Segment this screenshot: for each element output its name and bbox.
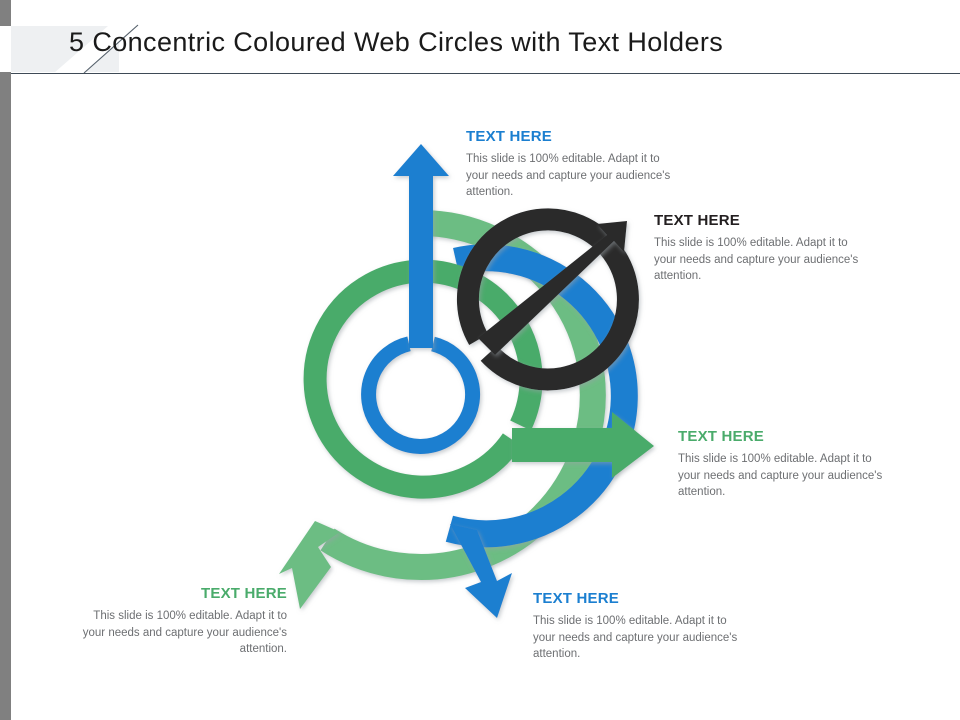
arrow-diagonal-black bbox=[478, 221, 627, 355]
ring-green bbox=[303, 259, 543, 499]
text-block-2-body: This slide is 100% editable. Adapt it to… bbox=[654, 237, 859, 283]
text-block-3-heading: TEXT HERE bbox=[678, 428, 764, 445]
arrow-down-left-green bbox=[279, 521, 340, 609]
arrow-right-green bbox=[512, 412, 654, 478]
left-edge-rail-notch bbox=[0, 26, 11, 72]
left-edge-rail bbox=[0, 0, 11, 720]
text-block-5: TEXT HERE This slide is 100% editable. A… bbox=[73, 585, 287, 658]
text-block-4-body: This slide is 100% editable. Adapt it to… bbox=[533, 615, 738, 661]
text-block-2-heading: TEXT HERE bbox=[654, 212, 740, 229]
arrow-up-blue bbox=[393, 144, 449, 348]
text-block-4-heading: TEXT HERE bbox=[533, 590, 619, 607]
text-block-5-heading: TEXT HERE bbox=[201, 585, 287, 602]
text-block-5-body: This slide is 100% editable. Adapt it to… bbox=[82, 610, 287, 656]
text-block-3-body: This slide is 100% editable. Adapt it to… bbox=[678, 453, 883, 499]
text-block-4: TEXT HERE This slide is 100% editable. A… bbox=[533, 590, 747, 663]
slide-header: 5 Concentric Coloured Web Circles with T… bbox=[0, 0, 960, 80]
text-block-1: TEXT HERE This slide is 100% editable. A… bbox=[466, 128, 680, 201]
text-block-1-body: This slide is 100% editable. Adapt it to… bbox=[466, 153, 671, 199]
ring-outer-light-green bbox=[320, 209, 606, 580]
text-block-1-heading: TEXT HERE bbox=[466, 128, 552, 145]
ring-inner-blue bbox=[361, 336, 481, 454]
text-block-2: TEXT HERE This slide is 100% editable. A… bbox=[654, 212, 868, 285]
ring-blue bbox=[445, 244, 638, 548]
arrow-down-blue bbox=[450, 524, 512, 618]
page-title: 5 Concentric Coloured Web Circles with T… bbox=[69, 27, 724, 57]
ring-black bbox=[456, 208, 639, 391]
header-underline bbox=[11, 73, 960, 74]
text-block-3: TEXT HERE This slide is 100% editable. A… bbox=[678, 428, 892, 501]
